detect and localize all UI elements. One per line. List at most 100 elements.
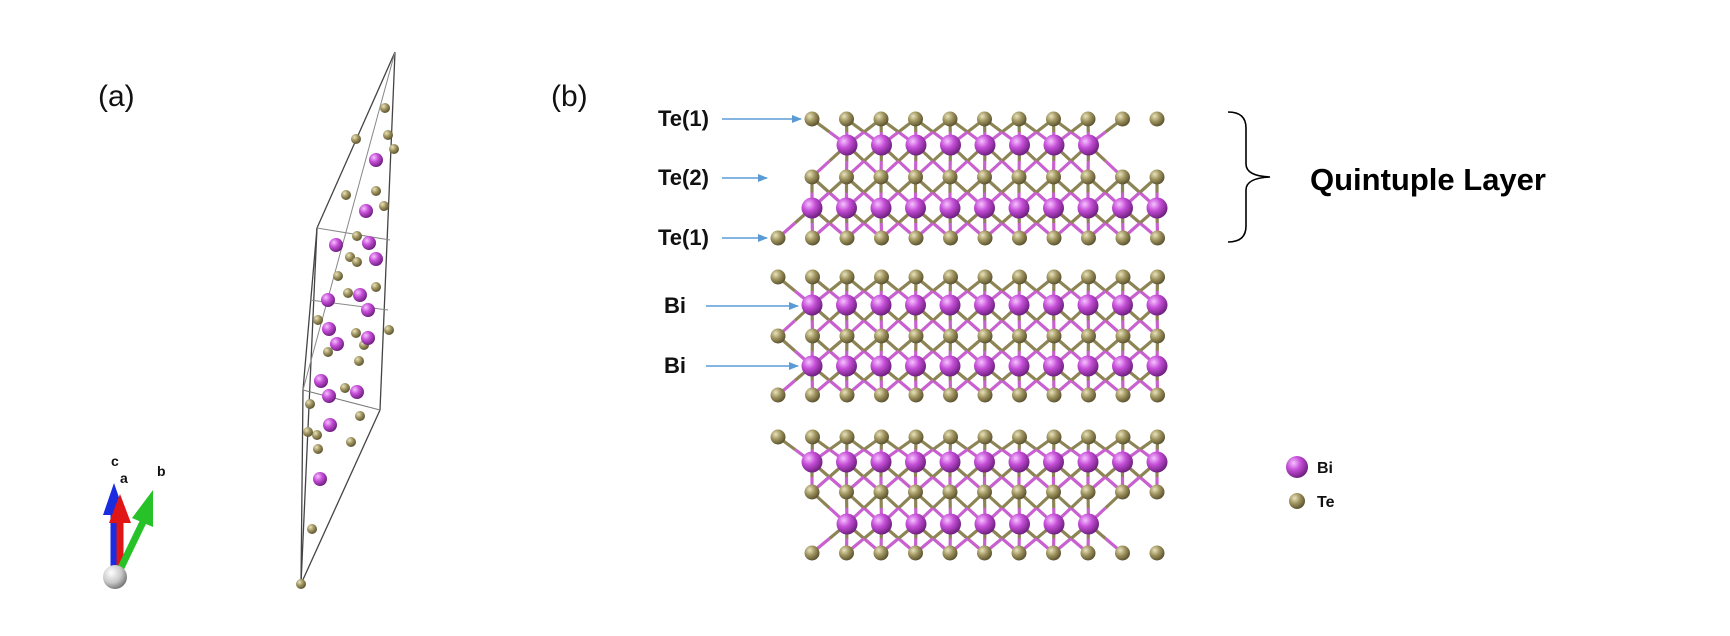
te-atom <box>384 325 394 335</box>
te-atom <box>1149 111 1165 127</box>
te-atom <box>333 271 343 281</box>
bi-atom <box>323 418 337 432</box>
label-te2: Te(2) <box>658 165 709 190</box>
te-atom <box>1046 230 1062 246</box>
te-atom <box>296 579 306 589</box>
bi-atom <box>836 513 858 535</box>
te-atom <box>355 411 365 421</box>
te-atom <box>1149 484 1165 500</box>
quintuple-layer-label: Quintuple Layer <box>1310 162 1546 197</box>
te-atom <box>1046 111 1061 127</box>
bi-atom <box>836 355 857 377</box>
te-atom <box>804 111 820 127</box>
bi-atom <box>1112 197 1133 219</box>
te-atom <box>908 169 923 185</box>
te-atom <box>874 328 889 344</box>
te-atom <box>1080 169 1096 185</box>
te-atom <box>371 186 381 196</box>
bi-atom <box>1043 134 1065 156</box>
te-atom <box>770 387 786 403</box>
bi-atom <box>369 153 383 167</box>
te-atom <box>770 328 786 344</box>
te-atom <box>313 444 323 454</box>
te-atom <box>1150 387 1165 403</box>
te-atom <box>839 484 854 500</box>
te-atom <box>1149 545 1165 561</box>
bi-atom <box>870 197 892 219</box>
bi-atom <box>322 389 336 403</box>
bi-atom <box>974 197 995 219</box>
te-atom <box>977 111 992 127</box>
te-atom <box>1081 328 1096 344</box>
te-atom <box>873 545 889 561</box>
te-atom <box>1046 484 1061 500</box>
unit-cell-panel <box>296 51 399 589</box>
unit-cell-edge <box>302 389 381 411</box>
te-atom <box>942 545 958 561</box>
te-atom <box>839 387 855 403</box>
te-atom <box>908 545 923 561</box>
te-atom <box>1011 111 1027 127</box>
te-atom <box>770 230 786 246</box>
panel-label-a: (a) <box>98 80 135 113</box>
te-atom <box>307 524 317 534</box>
bi-atom <box>836 451 857 473</box>
bi-atom <box>353 288 367 302</box>
te-atom <box>340 383 350 393</box>
legend: Bi Te <box>1286 456 1335 511</box>
legend-te-label: Te <box>1317 494 1335 511</box>
te-atom <box>1150 269 1165 285</box>
unit-cell-edge <box>379 51 396 411</box>
te-atom <box>943 387 958 403</box>
bi-atom <box>974 294 995 316</box>
te-atom <box>908 484 923 500</box>
bi-atom <box>836 294 857 316</box>
unit-cell-atoms <box>296 103 399 589</box>
label-bi-2: Bi <box>664 353 686 378</box>
te-atom <box>1011 484 1027 500</box>
te-atom <box>303 427 313 437</box>
bi-atom <box>330 337 344 351</box>
bi-atom <box>905 355 926 377</box>
te-atom <box>942 169 958 185</box>
te-atom <box>1149 169 1165 185</box>
te-atom <box>908 269 924 285</box>
bi-atom <box>1009 513 1030 535</box>
bi-atom <box>905 513 927 535</box>
bi-atom <box>329 238 343 252</box>
panel-label-b: (b) <box>551 80 588 113</box>
bi-atom <box>359 204 373 218</box>
te-atom <box>977 328 993 344</box>
unit-cell-edge <box>302 51 396 391</box>
axis-label-b: b <box>157 463 166 479</box>
te-atom <box>345 252 355 262</box>
te-atom <box>977 429 993 445</box>
bi-atom <box>939 197 961 219</box>
bi-atom <box>321 293 335 307</box>
atom-lattice <box>770 111 1168 561</box>
label-te1-top: Te(1) <box>658 106 709 131</box>
axis-label-c: c <box>111 453 119 469</box>
te-atom <box>805 269 820 285</box>
te-atom <box>1081 230 1096 246</box>
axis-origin <box>103 565 127 589</box>
te-atom <box>383 130 393 140</box>
bi-atom <box>1146 294 1168 316</box>
te-atom <box>351 328 361 338</box>
te-atom <box>977 484 992 500</box>
te-atom <box>1046 545 1061 561</box>
te-atom <box>873 484 889 500</box>
te-atom <box>1115 429 1131 445</box>
bi-atom <box>1146 451 1168 473</box>
bi-atom <box>974 134 996 156</box>
te-atom <box>1012 387 1027 403</box>
te-atom <box>977 269 993 285</box>
bi-atom <box>871 134 892 156</box>
te-atom <box>943 429 958 445</box>
te-atom <box>804 169 820 185</box>
te-atom <box>354 356 364 366</box>
te-atom <box>352 231 362 241</box>
te-atom <box>1115 545 1130 561</box>
te-atom <box>873 169 889 185</box>
te-atom <box>977 169 992 185</box>
